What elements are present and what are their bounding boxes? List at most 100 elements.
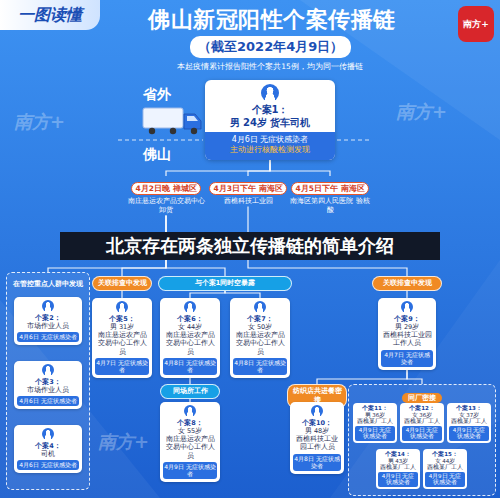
node-text: 与个案1同时空暴露 xyxy=(162,279,288,288)
case-heading: 个案8： xyxy=(163,419,217,427)
node-text: 4月6日 无症状感染者 xyxy=(17,332,79,342)
location-pin: 4月5日下午 南海区南海区第四人民医院 验核酸 xyxy=(290,176,370,216)
case-box: 个案10：男 48岁西樵科技工业园工作人员4月8日 无症状感染者 xyxy=(290,402,344,474)
overlay-banner: 北京存在两条独立传播链的简单介绍 xyxy=(60,232,440,260)
node-text: 男 36岁 xyxy=(355,412,395,419)
node-text: 4月9日 无症状感染者 xyxy=(355,426,395,441)
case-heading: 个案5： xyxy=(95,315,149,323)
case-box: 个案14：男 43岁西樵某厂工人4月9日 无症状感染者 xyxy=(376,449,420,489)
node-text: 市场作业人员 xyxy=(17,322,79,330)
case-box: 个案12：女 36岁西樵某厂工人4月9日 无症状感染者 xyxy=(400,403,444,443)
case-heading: 个案11： xyxy=(355,405,395,412)
case-heading: 个案12： xyxy=(402,405,442,412)
node-text: 4月7日 无症状感染者 xyxy=(381,350,433,367)
node-text: 4月6日 无症状感染者 xyxy=(17,460,79,470)
case-heading: 个案10： xyxy=(293,419,341,427)
case-box: 个案5：男 31岁南庄悬运农产品交易中心工作人员 4月7日 无症状感染者 xyxy=(92,298,152,378)
node-text: 男 29岁 xyxy=(381,323,433,331)
case-heading: 个案1： xyxy=(205,104,335,117)
node-text: 司机 xyxy=(17,450,79,458)
case-heading: 男 24岁 货车司机 xyxy=(205,117,335,130)
category-pill: 关联排查中发现 xyxy=(372,276,442,291)
watermark: 南方+ xyxy=(396,100,447,124)
person-icon xyxy=(401,301,413,313)
node-text: 4月7日 无症状感染者 xyxy=(95,358,149,375)
category-pill: 与个案1同时空暴露 xyxy=(158,276,292,291)
node-text: 4月3日下午 南海区 xyxy=(209,182,286,195)
person-icon xyxy=(116,301,128,313)
connector xyxy=(270,160,330,176)
connector xyxy=(190,291,225,298)
connector xyxy=(406,291,407,298)
case-heading: 个案14： xyxy=(378,451,418,458)
node-text: 南庄悬运农产品交易中心工作人员 xyxy=(233,331,287,355)
case-box: 个案8：女 55岁南庄悬运农产品交易中心工作人员 4月9日 无症状感染者 xyxy=(160,402,220,482)
person-icon xyxy=(42,300,54,312)
case-box: 个案6：女 44岁南庄悬运农产品交易中心工作人员4月8日 无症状感染者 xyxy=(160,298,220,378)
node-text: 4月9日 无症状感染者 xyxy=(378,472,418,487)
node-text: 南庄悬运农产品交易中心 卸货 xyxy=(126,197,206,215)
truck-illustration xyxy=(143,108,201,134)
node-text: 4月8日 无症状感染者 xyxy=(233,358,287,375)
node-text: 女 37岁 xyxy=(449,412,489,419)
node-text: 男 31岁 xyxy=(95,323,149,331)
node-text: 西樵某厂工人 xyxy=(402,418,442,425)
case-box: 个案7：女 50岁南庄悬运农产品交易中心工作人员 4月8日 无症状感染者 xyxy=(230,298,290,378)
node-text: 主动进行核酸检测发现 xyxy=(205,145,335,159)
group-box: 在管控重点人群中发现个案2：市场作业人员4月6日 无症状感染者个案3：市场作业人… xyxy=(6,272,90,490)
node-text: 南海区第四人民医院 验核酸 xyxy=(290,197,370,215)
logo: 南方+ xyxy=(458,6,494,42)
connector xyxy=(121,291,122,298)
node-text: 4月8日 无症状感染者 xyxy=(293,454,341,471)
node-text: 同场所工作 xyxy=(164,387,216,396)
node-text: 女 55岁 xyxy=(163,427,217,435)
node-text: 同厂密接 xyxy=(402,393,442,403)
index-case-box: 个案1：男 24岁 货车司机 4月6日 无症状感染者主动进行核酸检测发现 xyxy=(205,80,335,160)
node-text: 西樵科技工业园 xyxy=(208,197,288,206)
person-icon xyxy=(311,405,323,417)
node-text: 在管控重点人群中发现 xyxy=(7,273,89,289)
case-heading: 个案7： xyxy=(233,315,287,323)
title: 佛山新冠阳性个案传播链 xyxy=(148,5,396,35)
case-box: 个案4：司机 4月6日 无症状感染者 xyxy=(14,425,82,473)
location-pin: 4月3日下午 南海区西樵科技工业园 xyxy=(208,176,288,206)
region-label: 佛山 xyxy=(143,146,171,164)
node-text: 南庄悬运农产品交易中心工作人员 xyxy=(163,435,217,459)
connector xyxy=(225,291,260,298)
node-text: 南庄悬运农产品交易中心工作人员 xyxy=(95,331,149,355)
node-text: 4月8日 无症状感染者 xyxy=(163,358,217,375)
case-heading: 个案9： xyxy=(381,315,433,323)
person-icon xyxy=(42,428,54,440)
category-pill: 同场所工作 xyxy=(160,384,220,399)
node-text: 4月9日 无症状感染者 xyxy=(425,472,465,487)
watermark: 南方+ xyxy=(14,110,65,134)
person-icon xyxy=(254,301,266,313)
node-text: 4月9日 无症状感染者 xyxy=(163,462,217,479)
node-text: 西樵科技工业园工作人员 xyxy=(381,331,433,347)
node-text: 4月2日晚 禅城区 xyxy=(131,182,200,195)
person-icon xyxy=(184,405,196,417)
connector xyxy=(407,370,422,385)
case-heading: 个案3： xyxy=(17,378,79,386)
node-text: 关联排查中发现 xyxy=(376,279,438,288)
node-text: 女 50岁 xyxy=(233,323,287,331)
case-heading: 个案2： xyxy=(17,314,79,322)
node-text: 女 36岁 xyxy=(402,412,442,419)
group-box: 同厂密接个案11：男 36岁西樵某厂工人4月9日 无症状感染者个案12：女 36… xyxy=(348,384,496,496)
node-text: 西樵某厂工人 xyxy=(355,418,395,425)
node-text: 女 44岁 xyxy=(425,458,465,465)
node-text: 4月6日 无症状感染者 xyxy=(205,132,335,145)
connector xyxy=(166,160,270,176)
case-box: 个案15：女 44岁西樵某厂工人4月9日 无症状感染者 xyxy=(423,449,467,489)
person-icon xyxy=(42,364,54,376)
case-heading: 个案15： xyxy=(425,451,465,458)
region-label: 省外 xyxy=(143,86,171,104)
node-text: 男 48岁 xyxy=(293,427,341,435)
node-text: 南庄悬运农产品交易中心工作人员 xyxy=(163,331,217,355)
case-heading: 个案4： xyxy=(17,442,79,450)
node-text: 市场作业人员 xyxy=(17,386,79,394)
case-heading: 个案13： xyxy=(449,405,489,412)
header-tag: 一图读懂 xyxy=(0,0,100,30)
category-pill: 关联排查中发现 xyxy=(92,276,152,291)
